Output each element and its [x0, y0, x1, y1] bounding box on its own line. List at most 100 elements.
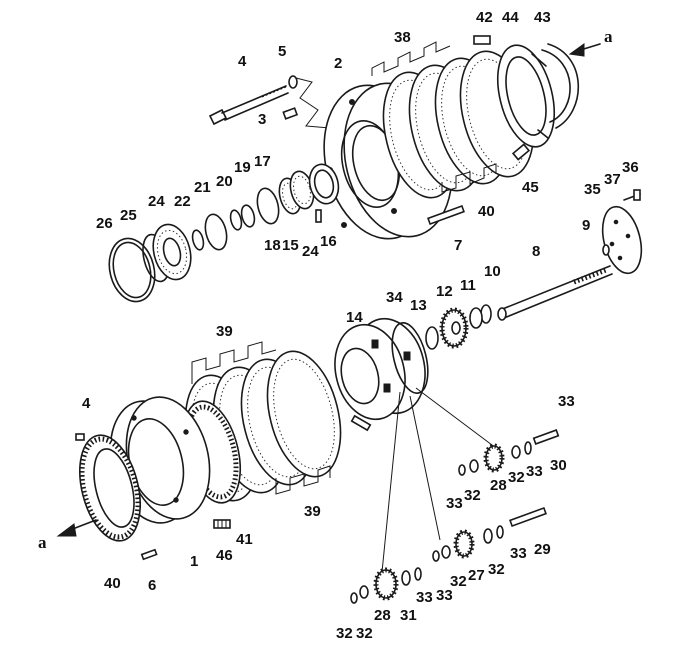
callout-1: 1 — [190, 553, 198, 570]
callout-32: 32 — [508, 469, 525, 486]
callout-42: 42 — [476, 9, 493, 26]
callout-27: 27 — [468, 567, 485, 584]
bracket-39-top — [191, 341, 277, 384]
callout-41: 41 — [236, 531, 253, 548]
spring-part — [213, 519, 231, 529]
planet-gear-part — [432, 506, 547, 562]
callout-32: 32 — [336, 625, 353, 642]
planet-gear-part — [350, 567, 422, 604]
snap-ring-part — [204, 213, 228, 251]
bolt-part — [75, 433, 85, 441]
callout-34: 34 — [386, 289, 403, 306]
callout-28: 28 — [490, 477, 507, 494]
callout-33: 33 — [416, 589, 433, 606]
callout-2: 2 — [334, 55, 342, 72]
callout-40: 40 — [478, 203, 495, 220]
leader-line — [295, 77, 331, 129]
bolt-part — [208, 85, 289, 126]
callout-5: 5 — [278, 43, 286, 60]
callout-32: 32 — [488, 561, 505, 578]
callout-33: 33 — [436, 587, 453, 604]
bracket-38 — [371, 41, 451, 76]
snap-ring-part — [425, 326, 439, 350]
callout-33: 33 — [510, 545, 527, 562]
pin-part — [315, 209, 322, 223]
washer-part — [191, 229, 205, 251]
washer-part — [229, 209, 243, 231]
callout-24: 24 — [302, 243, 319, 260]
callout-8: 8 — [532, 243, 540, 260]
leader-line — [381, 391, 401, 573]
callout-20: 20 — [216, 173, 233, 190]
callout-4: 4 — [238, 53, 247, 70]
callout-35: 35 — [584, 181, 601, 198]
callout-30: 30 — [550, 457, 567, 474]
washer-part — [288, 75, 298, 89]
pin-part — [282, 107, 299, 120]
callout-7: 7 — [454, 237, 462, 254]
callout-10: 10 — [484, 263, 501, 280]
callout-11: 11 — [460, 277, 476, 294]
callout-9: 9 — [582, 217, 590, 234]
piston-part — [497, 44, 555, 161]
leader-line — [409, 395, 441, 541]
clip-part — [473, 35, 491, 45]
carrier-part — [334, 317, 429, 421]
pin-part — [140, 548, 158, 561]
callout-12: 12 — [436, 283, 453, 300]
callout-38: 38 — [394, 29, 411, 46]
snap-ring-part — [256, 187, 280, 225]
callout-19: 19 — [234, 159, 251, 176]
callout-29: 29 — [534, 541, 551, 558]
pin-part — [427, 204, 465, 226]
view-arrow-bottom — [56, 519, 97, 537]
callout-25: 25 — [120, 207, 137, 224]
callout-24: 24 — [148, 193, 165, 210]
washer-part — [240, 204, 256, 228]
callout-33: 33 — [446, 495, 463, 512]
callout-44: 44 — [502, 9, 519, 26]
bearing-part — [152, 223, 192, 281]
callout-4: 4 — [82, 395, 91, 412]
callout-21: 21 — [194, 179, 211, 196]
bracket-40 — [441, 163, 497, 193]
leader-line — [415, 387, 497, 449]
view-label-a-top: a — [604, 27, 613, 46]
snap-ring-part — [541, 43, 580, 129]
callout-17: 17 — [254, 153, 271, 170]
gear-part — [439, 307, 469, 349]
callout-26: 26 — [96, 215, 113, 232]
cover-plate-part — [601, 205, 643, 275]
callout-28: 28 — [374, 607, 391, 624]
washer-part — [469, 307, 483, 329]
callout-3: 3 — [258, 111, 266, 128]
callout-43: 43 — [534, 9, 551, 26]
callout-37: 37 — [604, 171, 621, 188]
callout-33: 33 — [526, 463, 543, 480]
callout-39: 39 — [216, 323, 233, 340]
callout-40: 40 — [104, 575, 121, 592]
callout-36: 36 — [622, 159, 639, 176]
callout-33: 33 — [558, 393, 575, 410]
callout-32: 32 — [356, 625, 373, 642]
shaft-part — [497, 265, 613, 321]
view-label-a-bottom: a — [38, 533, 47, 552]
clutch-disc-pack — [382, 50, 535, 199]
callout-labels: 4 5 2 3 38 42 44 43 a 45 40 7 17 19 20 2… — [38, 9, 639, 642]
callout-13: 13 — [410, 297, 427, 314]
callout-32: 32 — [450, 573, 467, 590]
callout-46: 46 — [216, 547, 233, 564]
callout-15: 15 — [282, 237, 299, 254]
planet-gear-part — [458, 429, 560, 476]
bracket-39-bottom — [275, 465, 331, 495]
callout-6: 6 — [148, 577, 156, 594]
callout-45: 45 — [522, 179, 539, 196]
callout-16: 16 — [320, 233, 337, 250]
snap-ring-part — [108, 237, 156, 303]
callout-32: 32 — [464, 487, 481, 504]
bearing-part — [308, 163, 340, 205]
callout-22: 22 — [174, 193, 191, 210]
callout-14: 14 — [346, 309, 363, 326]
